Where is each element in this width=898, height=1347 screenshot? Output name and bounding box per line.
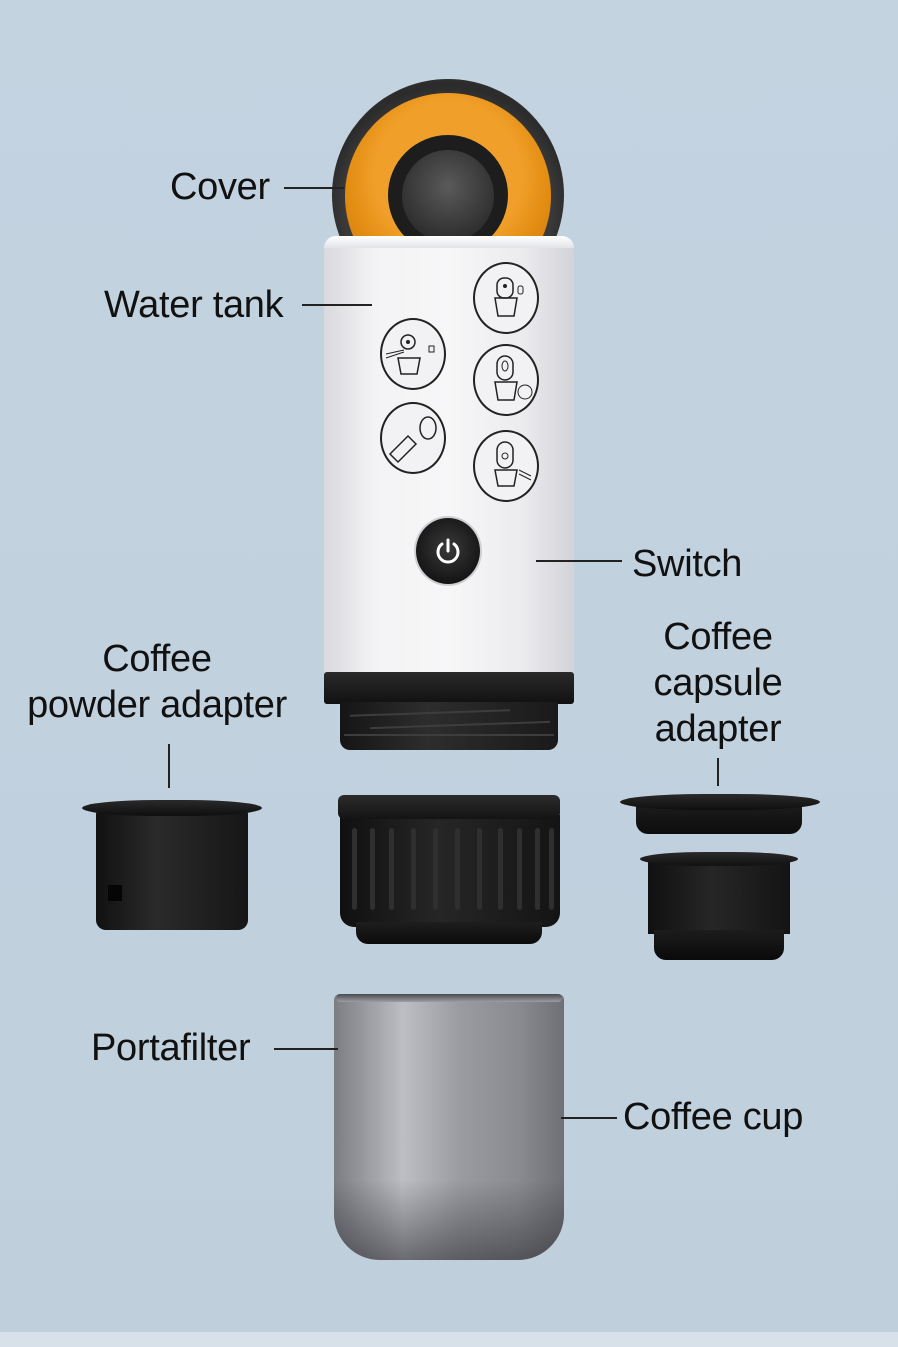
label-coffee-powder-adapter: Coffee powder adapter <box>14 636 300 728</box>
grip-rib <box>411 828 416 910</box>
tank-thread <box>340 702 558 750</box>
instruction-step-icon <box>473 430 539 502</box>
coffee-cup-lip <box>336 994 562 1002</box>
capsule-adapter-thread <box>654 930 784 960</box>
leader-line-cover <box>284 187 344 189</box>
grip-rib <box>433 828 438 910</box>
label-line: Coffee <box>102 638 212 680</box>
instruction-step-icon <box>473 262 539 334</box>
instruction-step-icon <box>380 318 446 390</box>
grip-rib <box>517 828 522 910</box>
capsule-adapter-rim <box>620 794 820 810</box>
leader-line-portafilter <box>274 1048 338 1050</box>
water-tank-top-edge <box>324 236 574 248</box>
capsule-cup-rim <box>640 852 798 866</box>
label-line: powder adapter <box>27 684 287 726</box>
leader-line-capsule-adapter <box>717 758 719 786</box>
power-icon <box>436 538 460 564</box>
instruction-step-icon <box>473 344 539 416</box>
cover-center <box>402 150 494 242</box>
label-coffee-cup: Coffee cup <box>623 1096 804 1138</box>
power-switch-button[interactable] <box>416 518 480 584</box>
grip-rib <box>477 828 482 910</box>
instruction-step-icon <box>380 402 446 474</box>
powder-adapter-rim <box>82 800 262 816</box>
portafilter-ring-bottom <box>356 922 542 944</box>
grip-rib <box>352 828 357 910</box>
coffee-capsule-adapter-cup <box>648 862 790 934</box>
grip-rib <box>389 828 394 910</box>
thread-groove <box>344 734 554 736</box>
coffee-capsule-adapter-ring <box>636 806 802 834</box>
label-switch: Switch <box>632 543 743 585</box>
leader-line-switch <box>536 560 622 562</box>
grip-rib <box>370 828 375 910</box>
powder-adapter-notch <box>108 885 122 901</box>
leader-line-powder-adapter <box>168 744 170 788</box>
coffee-powder-adapter-part <box>96 812 248 930</box>
grip-rib <box>455 828 460 910</box>
tank-base-ring <box>324 672 574 704</box>
portafilter-ring-top <box>338 795 560 819</box>
label-water-tank: Water tank <box>104 284 284 326</box>
thread-groove <box>370 720 550 730</box>
portafilter-ring-part <box>340 815 560 927</box>
label-line: Coffee <box>663 616 773 658</box>
label-cover: Cover <box>170 166 270 208</box>
bottom-band <box>0 1332 898 1347</box>
grip-rib <box>549 828 554 910</box>
coffee-cup-shading <box>334 1180 564 1260</box>
label-portafilter: Portafilter <box>91 1027 251 1069</box>
label-line: adapter <box>654 708 782 750</box>
leader-line-water-tank <box>302 304 372 306</box>
grip-rib <box>535 828 540 910</box>
label-coffee-capsule-adapter: Coffee capsule adapter <box>620 614 816 752</box>
thread-groove <box>350 709 510 717</box>
label-line: capsule <box>653 662 783 704</box>
leader-line-coffee-cup <box>561 1117 617 1119</box>
grip-rib <box>498 828 503 910</box>
